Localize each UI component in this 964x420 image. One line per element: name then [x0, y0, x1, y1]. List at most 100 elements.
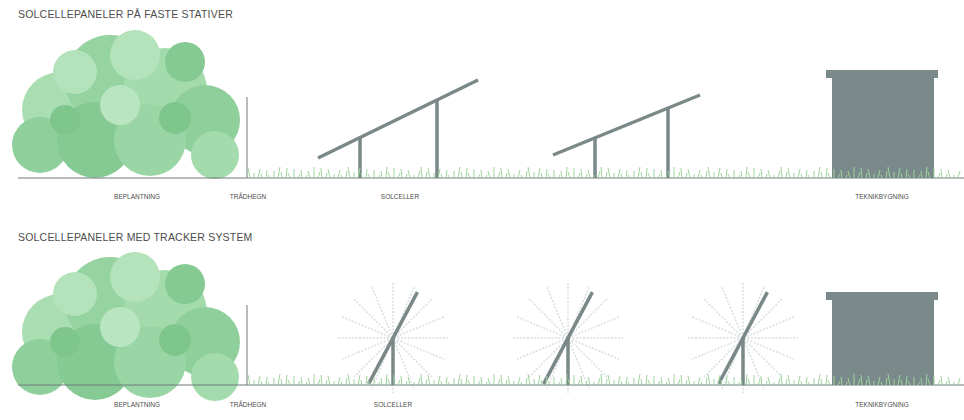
grass [486, 382, 487, 385]
grass [818, 374, 820, 385]
grass [946, 381, 947, 385]
grass [258, 376, 260, 385]
grass [766, 381, 767, 385]
grass [428, 375, 430, 385]
grass [468, 173, 470, 178]
grass [408, 170, 410, 178]
grass [414, 175, 415, 178]
grass [278, 167, 280, 178]
grass [694, 381, 695, 385]
grass [368, 174, 370, 178]
grass [338, 170, 340, 178]
grass [786, 379, 787, 385]
grass [578, 173, 580, 178]
grass [808, 382, 810, 385]
grass [954, 175, 955, 178]
grass [286, 168, 287, 178]
grass [614, 173, 615, 178]
grass [688, 376, 690, 385]
grass [894, 379, 895, 385]
grass [874, 381, 875, 385]
grass [714, 379, 715, 385]
grass [901, 380, 902, 385]
grass [548, 381, 550, 385]
grass [534, 172, 535, 178]
grass [414, 382, 415, 385]
grass [586, 174, 587, 178]
grass [841, 170, 842, 178]
grass [658, 174, 660, 178]
grass [408, 377, 410, 385]
grass [346, 378, 347, 385]
grass [266, 377, 267, 385]
grass [958, 378, 960, 385]
grass [398, 173, 400, 178]
grass [268, 382, 270, 385]
grass [341, 175, 342, 178]
grass [301, 377, 302, 385]
grass [506, 380, 507, 385]
grass [918, 382, 920, 385]
grass [438, 376, 440, 385]
grass [646, 375, 647, 385]
grass [738, 175, 740, 178]
grass [374, 377, 375, 385]
grass [498, 379, 500, 385]
grass [418, 171, 420, 178]
grass [726, 169, 727, 178]
grass [881, 382, 882, 385]
grass [646, 168, 647, 178]
grass [568, 379, 570, 385]
grass [814, 378, 815, 385]
grass [568, 172, 570, 178]
grass [461, 172, 462, 178]
part-label: BEPLANTNING [114, 401, 160, 408]
grass [321, 168, 322, 178]
grass [634, 171, 635, 178]
grass [794, 173, 795, 178]
grass [781, 374, 782, 385]
grass [626, 170, 627, 178]
grass [598, 171, 600, 178]
grass [934, 168, 935, 178]
grass [678, 379, 680, 385]
grass [446, 377, 447, 385]
grass [541, 173, 542, 178]
grass [588, 170, 590, 178]
grass [838, 381, 840, 385]
grass [261, 381, 262, 385]
grass [906, 376, 907, 385]
grass [806, 377, 807, 385]
grass [928, 379, 930, 385]
grass [514, 174, 515, 178]
grass [481, 170, 482, 178]
grass [654, 169, 655, 178]
grass [758, 173, 760, 178]
grass [548, 174, 550, 178]
grass [708, 167, 710, 178]
grass [806, 170, 807, 178]
grass [621, 174, 622, 178]
grass [918, 175, 920, 178]
grass [474, 169, 475, 178]
grass [298, 174, 300, 178]
grass [288, 380, 290, 385]
grass [581, 169, 582, 178]
grass [894, 172, 895, 178]
grass [598, 378, 600, 385]
grass [318, 172, 320, 178]
grass [734, 170, 735, 178]
grass [254, 380, 255, 385]
grass [668, 378, 670, 385]
grass [581, 376, 582, 385]
grass [781, 167, 782, 178]
grass [634, 378, 635, 385]
grass [458, 167, 460, 178]
grass [558, 175, 560, 178]
grass [838, 174, 840, 178]
grass [348, 374, 350, 385]
grass [846, 175, 847, 178]
grass [734, 377, 735, 385]
